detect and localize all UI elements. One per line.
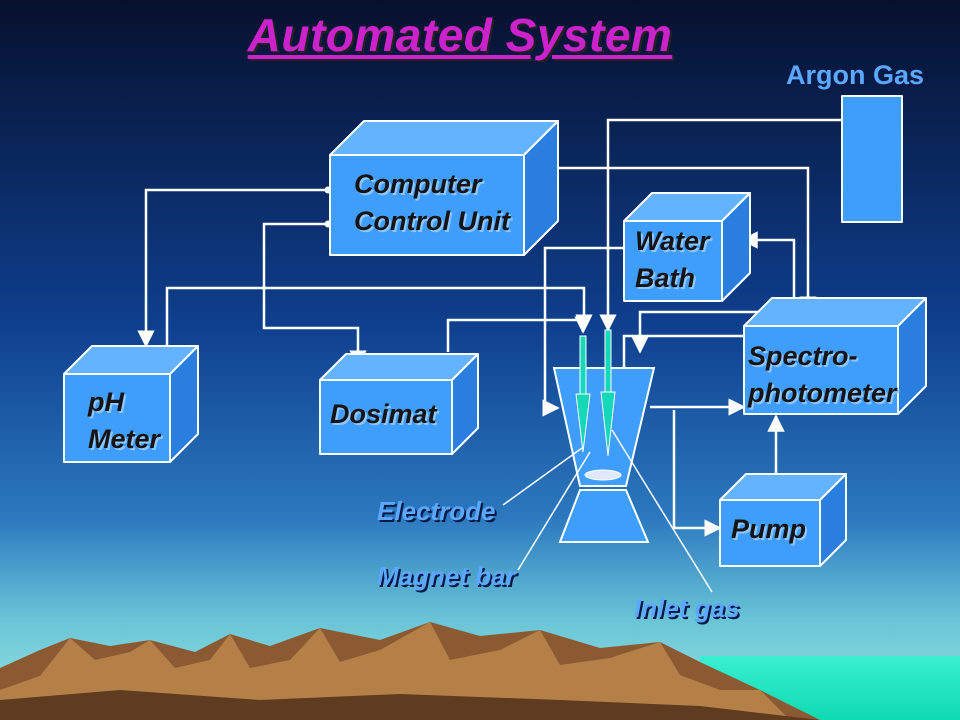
computer-label-line1: Computer	[354, 169, 482, 199]
water-bath-label: Water Bath	[635, 223, 710, 297]
ph-meter-label-line1: pH	[88, 387, 124, 417]
wire-ph-to-vessel	[165, 286, 593, 356]
ph-meter-box	[63, 345, 199, 463]
electrode-probes	[575, 329, 616, 457]
water-bath-label-line1: Water	[635, 226, 710, 256]
computer-label-line2: Control Unit	[354, 206, 510, 236]
wire-vessel-to-waterbath	[543, 246, 628, 408]
ph-meter-label-line2: Meter	[88, 424, 161, 454]
spectro-label-line2: photometer	[748, 378, 897, 408]
dosimat-label: Dosimat	[330, 399, 437, 429]
pump-label: Pump	[731, 514, 807, 544]
computer-control-unit-box	[329, 120, 559, 256]
spectrophotometer-box	[743, 297, 927, 415]
water-bath-box	[623, 192, 751, 302]
wire-spectro-to-vessel	[631, 310, 768, 354]
wire-dosimat-to-vessel	[446, 316, 592, 352]
wire-vessel-to-pump	[672, 410, 722, 537]
argon-gas-cylinder	[841, 95, 903, 223]
dosimat-box	[319, 353, 479, 455]
wire-computer-to-dosimat	[262, 222, 367, 368]
wire-computer-to-spectro	[544, 166, 817, 314]
magnet-bar	[584, 469, 622, 481]
ph-meter-label: pH Meter	[88, 384, 160, 458]
mountain-range	[0, 622, 820, 720]
wire-argon-to-vessel	[599, 118, 842, 332]
spectrophotometer-label: Spectro- photometer	[748, 338, 897, 412]
electrode-callout: Electrode	[377, 496, 496, 526]
callout-leaders	[502, 429, 713, 593]
inlet-gas-callout: Inlet gas	[634, 593, 740, 623]
water-bath-label-line2: Bath	[635, 263, 695, 293]
argon-gas-label: Argon Gas	[786, 60, 925, 90]
wire-computer-to-ph-outer	[137, 188, 328, 348]
page-title: Automated System	[247, 9, 673, 61]
wire-waterbath-loop	[740, 231, 796, 312]
spectro-label-line1: Spectro-	[748, 341, 858, 371]
computer-control-unit-label: Computer Control Unit	[354, 166, 510, 240]
pump-box	[719, 473, 847, 567]
magnet-bar-callout: Magnet bar	[377, 561, 516, 591]
